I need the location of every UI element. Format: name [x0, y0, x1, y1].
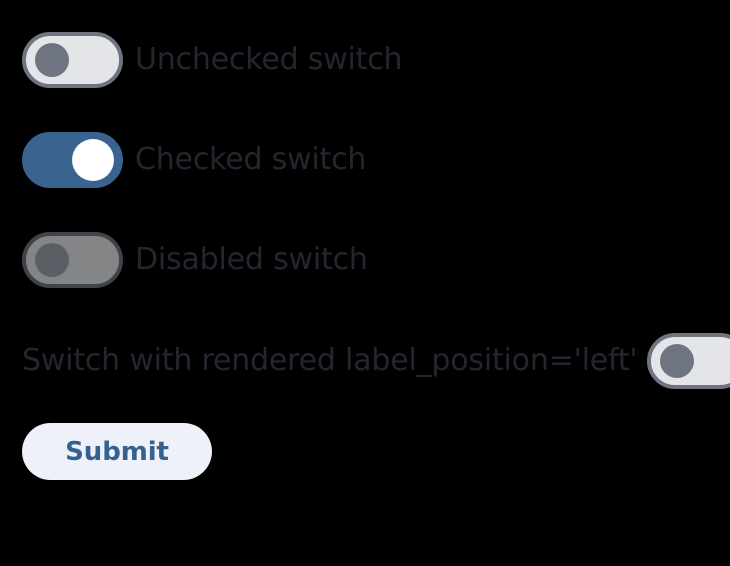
unchecked-switch-label: Unchecked switch	[135, 42, 403, 77]
switch-thumb-icon	[660, 344, 695, 378]
unchecked-switch[interactable]	[22, 32, 123, 88]
switch-row-disabled: Disabled switch	[22, 232, 368, 288]
switch-thumb-icon	[35, 243, 69, 277]
checked-switch[interactable]	[22, 132, 123, 188]
switch-row-label-left: Switch with rendered label_position='lef…	[22, 333, 730, 389]
switch-thumb-icon	[35, 43, 69, 77]
disabled-switch-label: Disabled switch	[135, 242, 368, 277]
submit-button[interactable]: Submit	[22, 423, 212, 480]
switch-row-checked: Checked switch	[22, 132, 366, 188]
switch-row-unchecked: Unchecked switch	[22, 32, 403, 88]
label-left-switch[interactable]	[647, 333, 730, 389]
label-left-switch-label: Switch with rendered label_position='lef…	[22, 343, 638, 378]
switch-thumb-icon	[72, 139, 114, 181]
checked-switch-label: Checked switch	[135, 142, 367, 177]
disabled-switch	[22, 232, 123, 288]
